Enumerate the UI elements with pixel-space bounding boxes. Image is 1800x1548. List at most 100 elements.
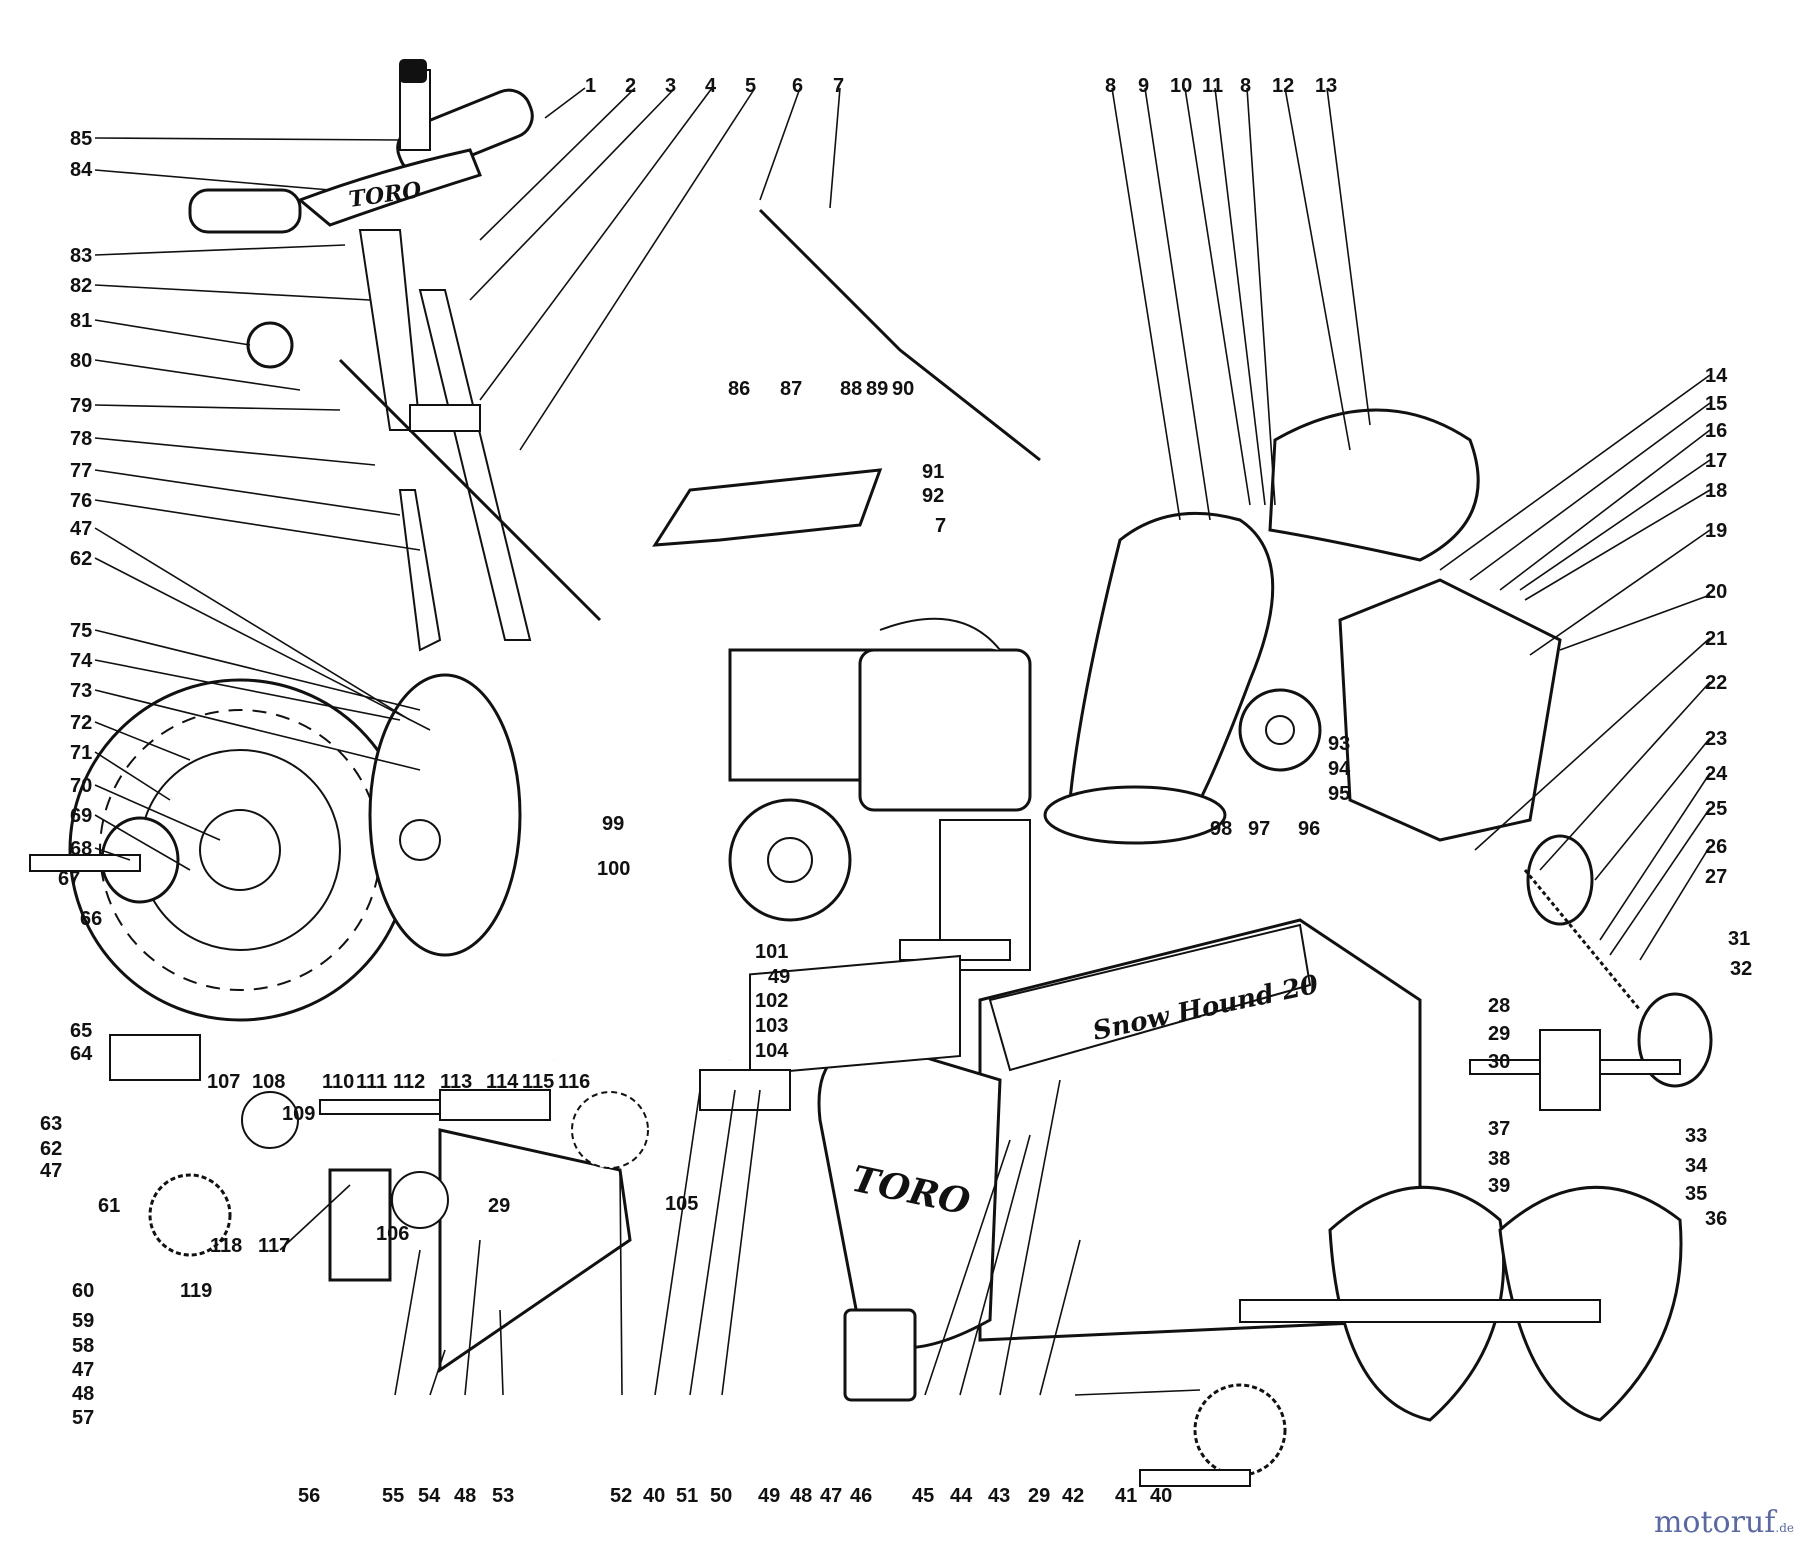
callout-50: 50 bbox=[710, 1485, 732, 1507]
callout-51: 51 bbox=[676, 1485, 698, 1507]
starter-hub bbox=[767, 837, 813, 883]
auger-housing: Snow Hound 20 TORO bbox=[749, 918, 1422, 1350]
callout-19: 19 bbox=[1705, 520, 1727, 542]
callout-62a: 62 bbox=[70, 548, 92, 570]
callout-112: 112 bbox=[393, 1071, 425, 1093]
handle-bar bbox=[297, 148, 482, 227]
callout-111: 111 bbox=[356, 1071, 387, 1093]
callout-68: 68 bbox=[70, 838, 92, 860]
callout-75: 75 bbox=[70, 620, 92, 642]
sprocket-56 bbox=[391, 1171, 449, 1229]
callout-23: 23 bbox=[1705, 728, 1727, 750]
pinion-gear bbox=[399, 819, 441, 861]
callout-87: 87 bbox=[780, 378, 802, 400]
callout-40a: 40 bbox=[643, 1485, 665, 1507]
auger-shaft-41 bbox=[1139, 1469, 1251, 1487]
callout-92: 92 bbox=[922, 485, 944, 507]
watermark-text: motoruf bbox=[1653, 1505, 1776, 1540]
callout-60: 60 bbox=[72, 1280, 94, 1302]
callout-94: 94 bbox=[1328, 758, 1351, 780]
bracket-4 bbox=[409, 404, 481, 432]
callout-103: 103 bbox=[755, 1015, 788, 1037]
callout-22: 22 bbox=[1705, 672, 1727, 694]
handle-assembly: TORO bbox=[188, 59, 602, 652]
callout-71: 71 bbox=[70, 742, 92, 764]
callout-26: 26 bbox=[1705, 836, 1727, 858]
callout-93: 93 bbox=[1328, 733, 1350, 755]
callout-73: 73 bbox=[70, 680, 92, 702]
bracket-63 bbox=[109, 1034, 201, 1081]
callout-114: 114 bbox=[486, 1071, 519, 1093]
callout-39: 39 bbox=[1488, 1175, 1510, 1197]
callout-29b: 29 bbox=[1028, 1485, 1050, 1507]
callout-13: 13 bbox=[1315, 75, 1337, 97]
callout-47d: 47 bbox=[820, 1485, 842, 1507]
callout-33: 33 bbox=[1685, 1125, 1707, 1147]
callout-84: 84 bbox=[70, 159, 93, 181]
chute-base-ring bbox=[1043, 785, 1227, 845]
callout-48b: 48 bbox=[454, 1485, 476, 1507]
fuel-tank bbox=[858, 648, 1032, 812]
chute-deflector-13 bbox=[1268, 408, 1480, 562]
right-pulleys bbox=[1469, 834, 1713, 1111]
callout-47b: 47 bbox=[40, 1160, 62, 1182]
callout-107: 107 bbox=[207, 1071, 240, 1093]
callout-40b: 40 bbox=[1150, 1485, 1172, 1507]
callout-64: 64 bbox=[70, 1043, 93, 1065]
callout-29c: 29 bbox=[488, 1195, 510, 1217]
callout-74: 74 bbox=[70, 650, 93, 672]
callout-55: 55 bbox=[382, 1485, 404, 1507]
callout-25: 25 bbox=[1705, 798, 1727, 820]
callout-21: 21 bbox=[1705, 628, 1727, 650]
bolt-67 bbox=[29, 854, 141, 872]
bearing-flange-58 bbox=[328, 1168, 392, 1282]
bearing-flange-34 bbox=[1539, 1029, 1601, 1111]
sprocket-119 bbox=[148, 1173, 232, 1257]
watermark-suffix: .de bbox=[1775, 1521, 1794, 1535]
callout-7: 7 bbox=[833, 75, 844, 97]
callout-9: 9 bbox=[1138, 75, 1149, 97]
callout-43: 43 bbox=[988, 1485, 1010, 1507]
choke-rod-80 bbox=[338, 358, 602, 622]
callout-113: 113 bbox=[440, 1071, 472, 1093]
callout-115: 115 bbox=[522, 1071, 554, 1093]
callout-49b: 49 bbox=[768, 966, 790, 988]
callout-116: 116 bbox=[558, 1071, 590, 1093]
chute-body bbox=[1068, 511, 1275, 802]
callout-8b: 8 bbox=[1240, 75, 1251, 97]
callout-11: 11 bbox=[1202, 75, 1223, 97]
callout-38: 38 bbox=[1488, 1148, 1510, 1170]
leader-lines bbox=[94, 87, 1711, 1396]
callout-24: 24 bbox=[1705, 763, 1728, 785]
callout-59: 59 bbox=[72, 1310, 94, 1332]
callout-81: 81 bbox=[70, 310, 92, 332]
callout-69: 69 bbox=[70, 805, 92, 827]
callout-88: 88 bbox=[840, 378, 862, 400]
callout-72: 72 bbox=[70, 712, 92, 734]
callout-17: 17 bbox=[1705, 450, 1727, 472]
callout-62b: 62 bbox=[40, 1138, 62, 1160]
callout-99: 99 bbox=[602, 813, 624, 835]
callout-89: 89 bbox=[866, 378, 888, 400]
callout-85: 85 bbox=[70, 128, 92, 150]
callout-53: 53 bbox=[492, 1485, 514, 1507]
callouts-left: 85 84 83 82 81 80 79 78 77 76 47 62 75 7… bbox=[40, 128, 120, 1429]
callout-20: 20 bbox=[1705, 581, 1727, 603]
callout-58: 58 bbox=[72, 1335, 94, 1357]
callout-106: 106 bbox=[376, 1223, 409, 1245]
callout-109: 109 bbox=[282, 1103, 315, 1125]
callout-7b: 7 bbox=[935, 515, 946, 537]
callout-98: 98 bbox=[1210, 818, 1232, 840]
callout-80: 80 bbox=[70, 350, 92, 372]
chute-rod-6 bbox=[758, 208, 1041, 462]
right-grip bbox=[396, 88, 534, 176]
bearing-51 bbox=[699, 1069, 791, 1111]
callout-28: 28 bbox=[1488, 995, 1510, 1017]
callout-70: 70 bbox=[70, 775, 92, 797]
left-grip bbox=[188, 188, 302, 234]
housing-top-panel bbox=[988, 923, 1312, 1072]
callout-104: 104 bbox=[755, 1040, 789, 1062]
callouts-bottom: 56 55 54 48 53 52 40 51 50 49 48 47 46 4… bbox=[298, 1485, 1172, 1507]
knob-81 bbox=[246, 321, 294, 369]
callout-86: 86 bbox=[728, 378, 750, 400]
